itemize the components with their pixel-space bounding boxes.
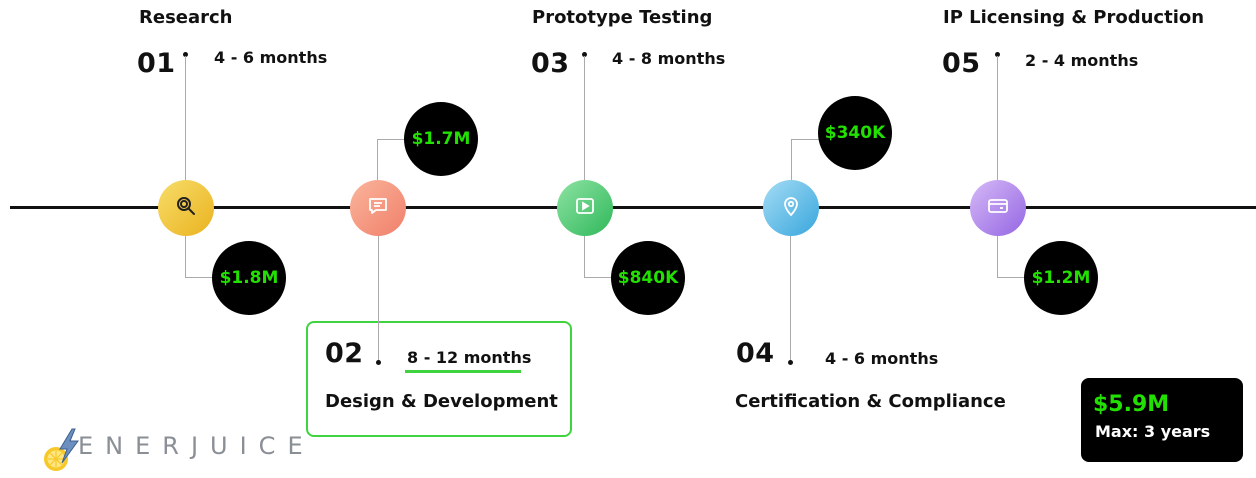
phase-5-duration: 2 - 4 months xyxy=(1025,51,1139,70)
lightning-lemon-icon xyxy=(42,427,82,473)
video-icon xyxy=(573,194,597,222)
phase-5-node[interactable] xyxy=(970,180,1026,236)
phase-1-number: 01 xyxy=(137,48,176,79)
phase-1-connector-cost xyxy=(185,277,213,278)
phase-5-connector-top xyxy=(997,56,998,180)
phase-2-connector-cost xyxy=(377,139,405,140)
phase-4-node[interactable] xyxy=(763,180,819,236)
phase-2-duration: 8 - 12 months xyxy=(407,348,532,367)
phase-1-connector-top xyxy=(185,56,186,180)
credit-card-icon xyxy=(986,194,1010,222)
phase-5-connector-cost xyxy=(997,277,1025,278)
phase-3-connector-bottom xyxy=(584,234,585,278)
summary-total: $5.9M xyxy=(1093,392,1170,417)
summary-duration: Max: 3 years xyxy=(1095,422,1211,441)
phase-2-highlight-box xyxy=(306,321,572,437)
phase-2-dot xyxy=(376,360,381,365)
phase-1-title: Research xyxy=(139,7,233,28)
phase-1-dot xyxy=(183,52,188,57)
phase-1-cost: $1.8M xyxy=(212,241,286,315)
phase-5-dot xyxy=(995,52,1000,57)
phase-2-title: Design & Development xyxy=(325,391,558,412)
phase-3-connector-top xyxy=(584,56,585,180)
phase-5-cost: $1.2M xyxy=(1024,241,1098,315)
phase-2-number: 02 xyxy=(325,338,364,369)
phase-3-dot xyxy=(582,52,587,57)
phase-5-number: 05 xyxy=(942,48,981,79)
phase-2-cost: $1.7M xyxy=(404,102,478,176)
phase-4-title: Certification & Compliance xyxy=(735,391,1006,412)
phase-4-number: 04 xyxy=(736,338,775,369)
phase-2-connector-bottom xyxy=(378,234,379,360)
search-icon xyxy=(174,194,198,222)
phase-2-duration-underline xyxy=(405,370,521,373)
phase-2-node[interactable] xyxy=(350,180,406,236)
phase-3-node[interactable] xyxy=(557,180,613,236)
brand-name: ENERJUICE xyxy=(78,432,315,460)
phase-1-connector-bottom xyxy=(185,234,186,278)
timeline-line xyxy=(10,206,1256,209)
phase-3-cost: $840K xyxy=(611,241,685,315)
phase-3-number: 03 xyxy=(531,48,570,79)
phase-4-cost: $340K xyxy=(818,96,892,170)
phase-3-title: Prototype Testing xyxy=(532,7,713,28)
phase-5-title: IP Licensing & Production xyxy=(943,7,1205,28)
phase-4-connector-cost xyxy=(791,139,819,140)
phase-4-connector-top xyxy=(791,139,792,180)
phase-4-duration: 4 - 6 months xyxy=(825,349,939,368)
phase-3-connector-cost xyxy=(584,277,612,278)
phase-1-duration: 4 - 6 months xyxy=(214,48,328,67)
summary-box: $5.9M Max: 3 years xyxy=(1081,378,1243,462)
phase-5-connector-bottom xyxy=(997,234,998,278)
phase-4-connector-bottom xyxy=(790,234,791,360)
message-icon xyxy=(366,194,390,222)
phase-3-duration: 4 - 8 months xyxy=(612,49,726,68)
location-pin-icon xyxy=(779,194,803,222)
phase-2-connector-top xyxy=(377,139,378,180)
phase-4-dot xyxy=(788,360,793,365)
phase-1-node[interactable] xyxy=(158,180,214,236)
